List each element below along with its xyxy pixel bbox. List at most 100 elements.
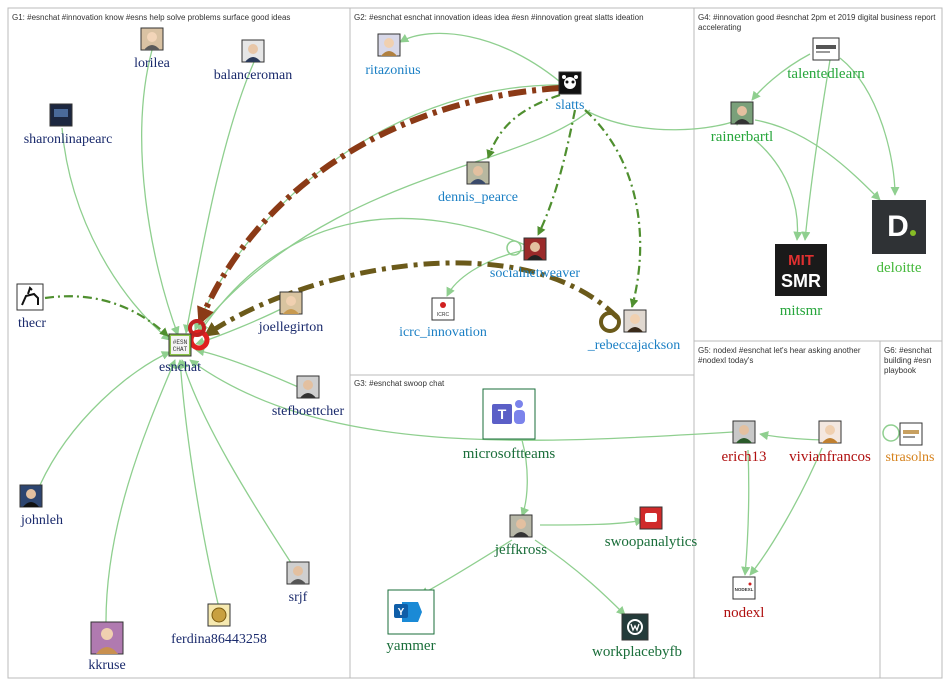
node-label-icrc_innovation[interactable]: icrc_innovation [399, 325, 487, 340]
logo-banner-icon[interactable] [812, 37, 840, 61]
node-label-kkruse[interactable]: kkruse [88, 658, 125, 673]
edge [105, 359, 177, 626]
edge [839, 57, 900, 196]
edge [486, 93, 561, 159]
edge [537, 109, 577, 236]
horse-rider-icon[interactable] [16, 283, 44, 311]
edge [520, 439, 530, 517]
node-label-thecr[interactable]: thecr [18, 316, 46, 331]
node-label-slatts[interactable]: slatts [556, 98, 585, 113]
edge [176, 359, 221, 613]
node-label-socialnetweaver[interactable]: socialnetweaver [490, 266, 581, 281]
photo-woman-icon[interactable] [377, 33, 401, 57]
group-label-g5-line2: #nodexl today's [698, 356, 753, 365]
photo-woman-icon[interactable] [279, 291, 303, 315]
node-label-strasolns[interactable]: strasolns [886, 450, 935, 465]
node-label-ferdina86443258[interactable]: ferdina86443258 [171, 632, 267, 647]
self-loop-strasolns [882, 424, 900, 442]
photo-man-suit-icon[interactable] [19, 484, 43, 508]
node-label-_rebeccajackson[interactable]: _rebeccajackson [587, 338, 681, 353]
node-label-srjf[interactable]: srjf [289, 590, 308, 605]
mit-smr-logo-icon[interactable]: MIT SMR [775, 244, 827, 296]
yammer-logo-icon[interactable]: Y [387, 589, 435, 635]
group-label-g2: G2: #esnchat esnchat innovation ideas id… [354, 13, 644, 22]
node-label-balanceroman[interactable]: balanceroman [214, 68, 293, 83]
node-label-mitsmr[interactable]: mitsmr [780, 303, 823, 319]
edge [446, 249, 526, 297]
edge [534, 539, 626, 616]
edge [61, 127, 171, 341]
edge-heavy-rebeccajackson-esnchat [203, 260, 620, 338]
node-label-sharonlinapearc[interactable]: sharonlinapearc [24, 132, 113, 147]
node-label-stefboettcher[interactable]: stefboettcher [272, 404, 345, 419]
edges-light [39, 32, 900, 626]
icrc-logo-icon[interactable]: ICRC [431, 297, 455, 321]
edge [194, 84, 571, 331]
logo-banner-icon[interactable] [899, 422, 923, 446]
panda-icon[interactable] [558, 71, 582, 95]
node-label-joellegirton[interactable]: joellegirton [258, 320, 324, 335]
swoop-logo-icon[interactable] [639, 506, 663, 530]
group-label-g6-line1: G6: #esnchat [884, 346, 932, 355]
self-loops [188, 240, 900, 442]
edge [584, 109, 642, 308]
edge [399, 32, 566, 87]
group-box-g5 [693, 340, 881, 679]
node-label-yammer[interactable]: yammer [386, 638, 435, 654]
svg-text:CHAT: CHAT [173, 346, 188, 353]
deloitte-logo-icon[interactable]: D [872, 200, 926, 254]
nodexl-logo-icon[interactable]: NODEXL [732, 576, 756, 600]
photo-man-icon[interactable] [732, 420, 756, 444]
node-label-microsoftteams[interactable]: microsoftteams [463, 446, 556, 462]
node-label-talentedlearn[interactable]: talentedlearn [787, 66, 865, 82]
node-label-swoopanalytics[interactable]: swoopanalytics [605, 534, 698, 550]
node-label-ritazonius[interactable]: ritazonius [365, 63, 420, 78]
photo-man-icon[interactable] [286, 561, 310, 585]
node-label-nodexl[interactable]: nodexl [724, 605, 765, 621]
photo-dark-icon[interactable] [49, 103, 73, 127]
node-label-johnleh[interactable]: johnleh [20, 513, 63, 528]
edge-heavy-slatts-esnchat [197, 85, 561, 326]
group-label-g3: G3: #esnchat swoop chat [354, 379, 445, 388]
edge [754, 139, 803, 241]
photo-woman-icon[interactable] [623, 309, 647, 333]
edge [189, 359, 734, 441]
node-label-rainerbartl[interactable]: rainerbartl [711, 129, 773, 145]
photo-woman-icon[interactable] [90, 621, 124, 655]
node-label-jeffkross[interactable]: jeffkross [494, 542, 547, 558]
group-label-g6-line3: playbook [884, 366, 917, 375]
edge [195, 347, 306, 391]
badge-icon[interactable] [207, 603, 231, 627]
workplace-logo-icon[interactable] [621, 613, 649, 641]
esn-chat-logo-icon[interactable]: #ESN CHAT [168, 333, 192, 357]
photo-man-glasses-icon[interactable] [241, 39, 265, 63]
node-label-dennis_pearce[interactable]: dennis_pearce [438, 190, 518, 205]
edge [754, 119, 881, 201]
edge [584, 109, 743, 131]
photo-man-icon[interactable] [523, 237, 547, 261]
group-label-g4-line1: G4: #innovation good #esnchat 2pm et 201… [698, 13, 936, 22]
photo-woman-icon[interactable] [818, 420, 842, 444]
group-label-g6-line2: building #esn [884, 356, 931, 365]
photo-man-icon[interactable] [730, 101, 754, 125]
photo-man-icon[interactable] [509, 514, 533, 538]
photo-man-glasses-icon[interactable] [466, 161, 490, 185]
microsoft-teams-icon[interactable]: T [482, 388, 536, 440]
node-label-workplacebyfb[interactable]: workplacebyfb [592, 644, 682, 660]
node-label-vivianfrancos[interactable]: vivianfrancos [789, 449, 871, 465]
node-label-erich13[interactable]: erich13 [722, 449, 767, 465]
edge [197, 109, 591, 331]
edge [539, 517, 644, 527]
node-label-deloitte[interactable]: deloitte [877, 260, 922, 276]
node-label-lorilea[interactable]: lorilea [134, 56, 171, 71]
photo-woman-icon[interactable] [140, 27, 164, 51]
svg-text:T: T [498, 406, 507, 422]
group-label-g4-line2: accelerating [698, 23, 741, 32]
group-label-g1: G1: #esnchat #innovation know #esns help… [12, 13, 290, 22]
edge [179, 359, 298, 573]
node-label-esnchat[interactable]: esnchat [159, 360, 201, 375]
photo-man-icon[interactable] [296, 375, 320, 399]
edge [39, 351, 171, 486]
